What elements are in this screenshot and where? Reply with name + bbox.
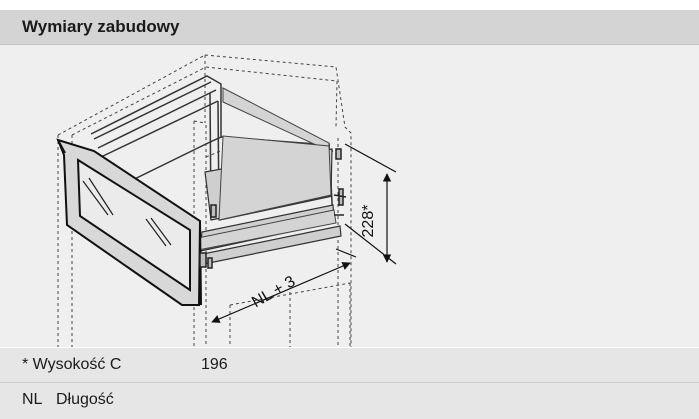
drawer-diagram-svg: 228* NL + 3 <box>56 54 397 347</box>
section-title: Wymiary zabudowy <box>22 17 180 36</box>
height-label: * Wysokość C <box>22 356 122 373</box>
length-abbreviation: NL <box>22 391 43 408</box>
length-dimension-label: NL + 3 <box>249 273 298 311</box>
drawer-front <box>56 138 202 306</box>
drawer-diagram: 228* NL + 3 <box>0 45 699 347</box>
section-header: Wymiary zabudowy <box>0 10 699 45</box>
length-dimension <box>211 248 357 323</box>
height-value: 196 <box>201 356 228 373</box>
height-dimension-label: 228* <box>360 205 377 238</box>
drawer-grey-surfaces <box>192 87 337 252</box>
detail-row-length: NL Długość <box>0 383 699 419</box>
detail-row-height: * Wysokość C 196 <box>0 348 699 383</box>
height-dimension <box>344 143 397 265</box>
length-label: Długość <box>56 391 114 408</box>
